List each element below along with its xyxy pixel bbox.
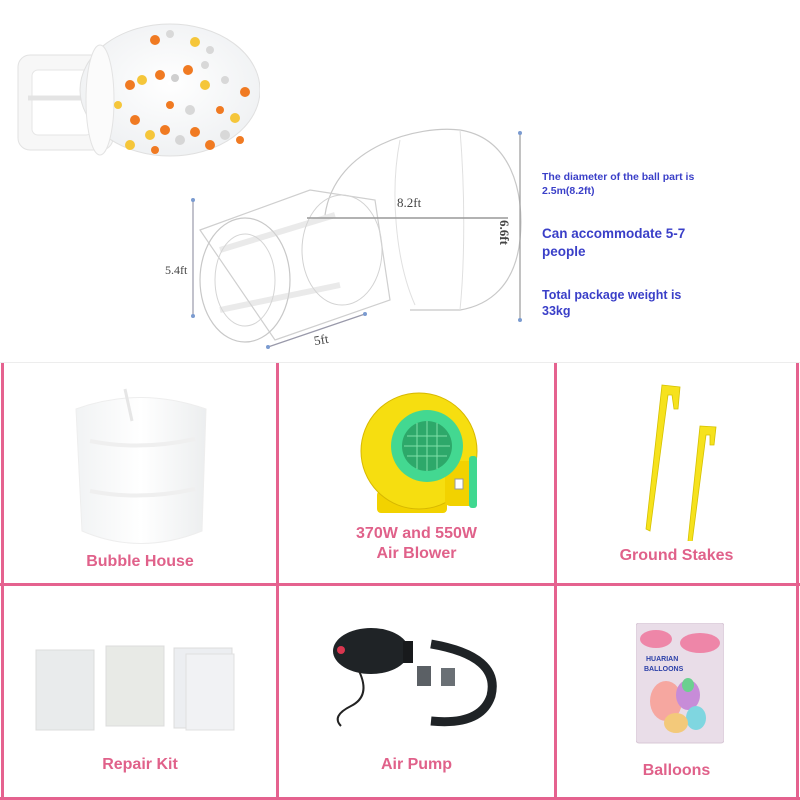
grid-border-left <box>1 363 4 800</box>
item-label: Air Pump <box>380 756 453 773</box>
grid-border-right <box>796 363 799 800</box>
item-air-pump: Air Pump <box>279 586 554 797</box>
item-bubble-house: Bubble House <box>4 363 276 583</box>
repair-patches-icon <box>35 645 235 731</box>
air-blower-icon <box>360 392 478 513</box>
item-balloons: HUARIAN BALLOONS Balloons <box>557 586 796 797</box>
electric-air-pump-icon <box>333 628 497 727</box>
item-ground-stakes: Ground Stakes <box>557 363 796 583</box>
item-label-line1: 370W and 550W <box>356 525 477 542</box>
spec-weight: Total package weight is 33kg <box>542 288 682 318</box>
balloon-pack-icon: HUARIAN BALLOONS <box>636 623 724 744</box>
grid-top-divider <box>0 362 800 363</box>
bubble-house-roll-icon <box>75 388 207 544</box>
item-label: Balloons <box>642 762 711 779</box>
grid-divider-col1 <box>276 363 279 800</box>
svg-text:HUARIAN: HUARIAN <box>646 656 678 663</box>
dimension-tunnel-length: 5ft <box>312 330 330 349</box>
spec-notes: The diameter of the ball part is 2.5m(8.… <box>542 170 742 319</box>
product-hero: 8.2ft 6.6ft 5.4ft 5ft The diameter of th… <box>0 0 800 362</box>
grid-border-bottom <box>0 797 800 800</box>
dimension-diagram <box>191 128 522 349</box>
spec-diameter-note: The diameter of the ball part is 2.5m(8.… <box>542 171 695 197</box>
ground-stakes-icon <box>645 384 717 541</box>
item-label: Ground Stakes <box>619 547 734 564</box>
item-label: Repair Kit <box>102 756 178 773</box>
item-label: Bubble House <box>86 553 194 570</box>
dimension-height: 6.6ft <box>497 220 512 245</box>
svg-text:BALLOONS: BALLOONS <box>644 666 684 673</box>
package-contents-grid: Bubble House 370W and 550W Air Blower Gr… <box>0 362 800 800</box>
item-label-line2: Air Blower <box>376 545 457 562</box>
grid-divider-row <box>0 583 800 586</box>
item-repair-kit: Repair Kit <box>4 586 276 797</box>
spec-capacity: Can accommodate 5-7 people <box>542 226 686 259</box>
bubble-tent-photo <box>17 23 260 157</box>
grid-divider-col2 <box>554 363 557 800</box>
dimension-ball-diameter: 8.2ft <box>397 195 422 210</box>
item-air-blower: 370W and 550W Air Blower <box>279 363 554 583</box>
dimension-tunnel-height: 5.4ft <box>165 263 188 277</box>
